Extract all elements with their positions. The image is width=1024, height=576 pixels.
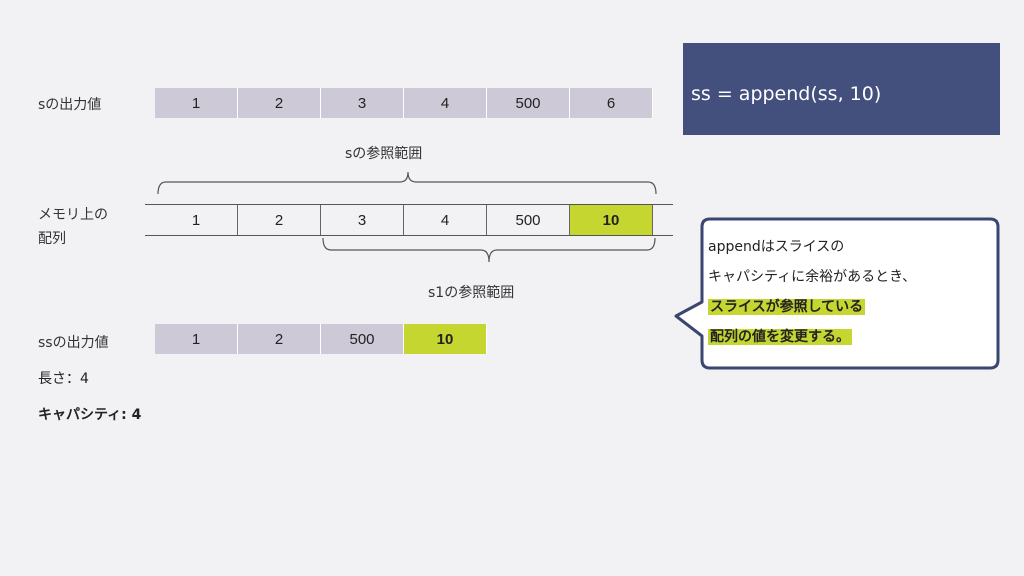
s-cell-5: 6 xyxy=(570,88,653,118)
explanation-line-3: スライスが参照している xyxy=(708,299,866,315)
s-cell-1: 2 xyxy=(238,88,321,118)
memory-cell-2: 3 xyxy=(321,205,404,235)
s-range-label: sの参照範囲 xyxy=(345,146,423,162)
explanation-line-1: appendはスライスの xyxy=(708,239,845,255)
s1-range-label: s1の参照範囲 xyxy=(428,285,515,301)
memory-row-tail-top xyxy=(653,204,673,205)
memory-cell-4: 500 xyxy=(487,205,570,235)
memory-label: メモリ上の 配列 xyxy=(38,203,108,251)
memory-label-line2: 配列 xyxy=(38,231,66,247)
memory-label-line1: メモリ上の xyxy=(38,207,108,223)
explanation-line-2: キャパシティに余裕があるとき、 xyxy=(708,269,917,285)
ss-cell-0: 1 xyxy=(155,324,238,354)
memory-cell-0: 1 xyxy=(155,205,238,235)
memory-row-lead-top xyxy=(145,204,155,205)
ss-output-label: ssの出力値 xyxy=(38,335,109,351)
s-cell-0: 1 xyxy=(155,88,238,118)
memory-row-tail-bottom xyxy=(653,235,673,236)
s1-range-brace xyxy=(322,237,656,263)
s-cell-4: 500 xyxy=(487,88,570,118)
memory-array-row: 1 2 3 4 500 10 xyxy=(155,204,653,236)
memory-cell-5: 10 xyxy=(570,205,653,235)
memory-row-lead-bottom xyxy=(145,235,155,236)
s-cell-3: 4 xyxy=(404,88,487,118)
s-output-label: sの出力値 xyxy=(38,97,102,113)
explanation-line-4: 配列の値を変更する。 xyxy=(708,329,852,345)
ss-cell-3: 10 xyxy=(404,324,487,354)
append-code-box: ss = append(ss, 10) xyxy=(683,43,1000,135)
s-range-brace xyxy=(157,171,657,195)
memory-cell-3: 4 xyxy=(404,205,487,235)
s-output-row: 1 2 3 4 500 6 xyxy=(155,88,653,118)
explanation-text: appendはスライスの キャパシティに余裕があるとき、 スライスが参照している… xyxy=(708,232,988,352)
s-cell-2: 3 xyxy=(321,88,404,118)
length-text: 長さ：4 xyxy=(38,371,89,387)
ss-output-row: 1 2 500 10 xyxy=(155,324,487,354)
ss-cell-1: 2 xyxy=(238,324,321,354)
memory-cell-1: 2 xyxy=(238,205,321,235)
ss-cell-2: 500 xyxy=(321,324,404,354)
capacity-text: キャパシティ: 4 xyxy=(38,407,142,423)
